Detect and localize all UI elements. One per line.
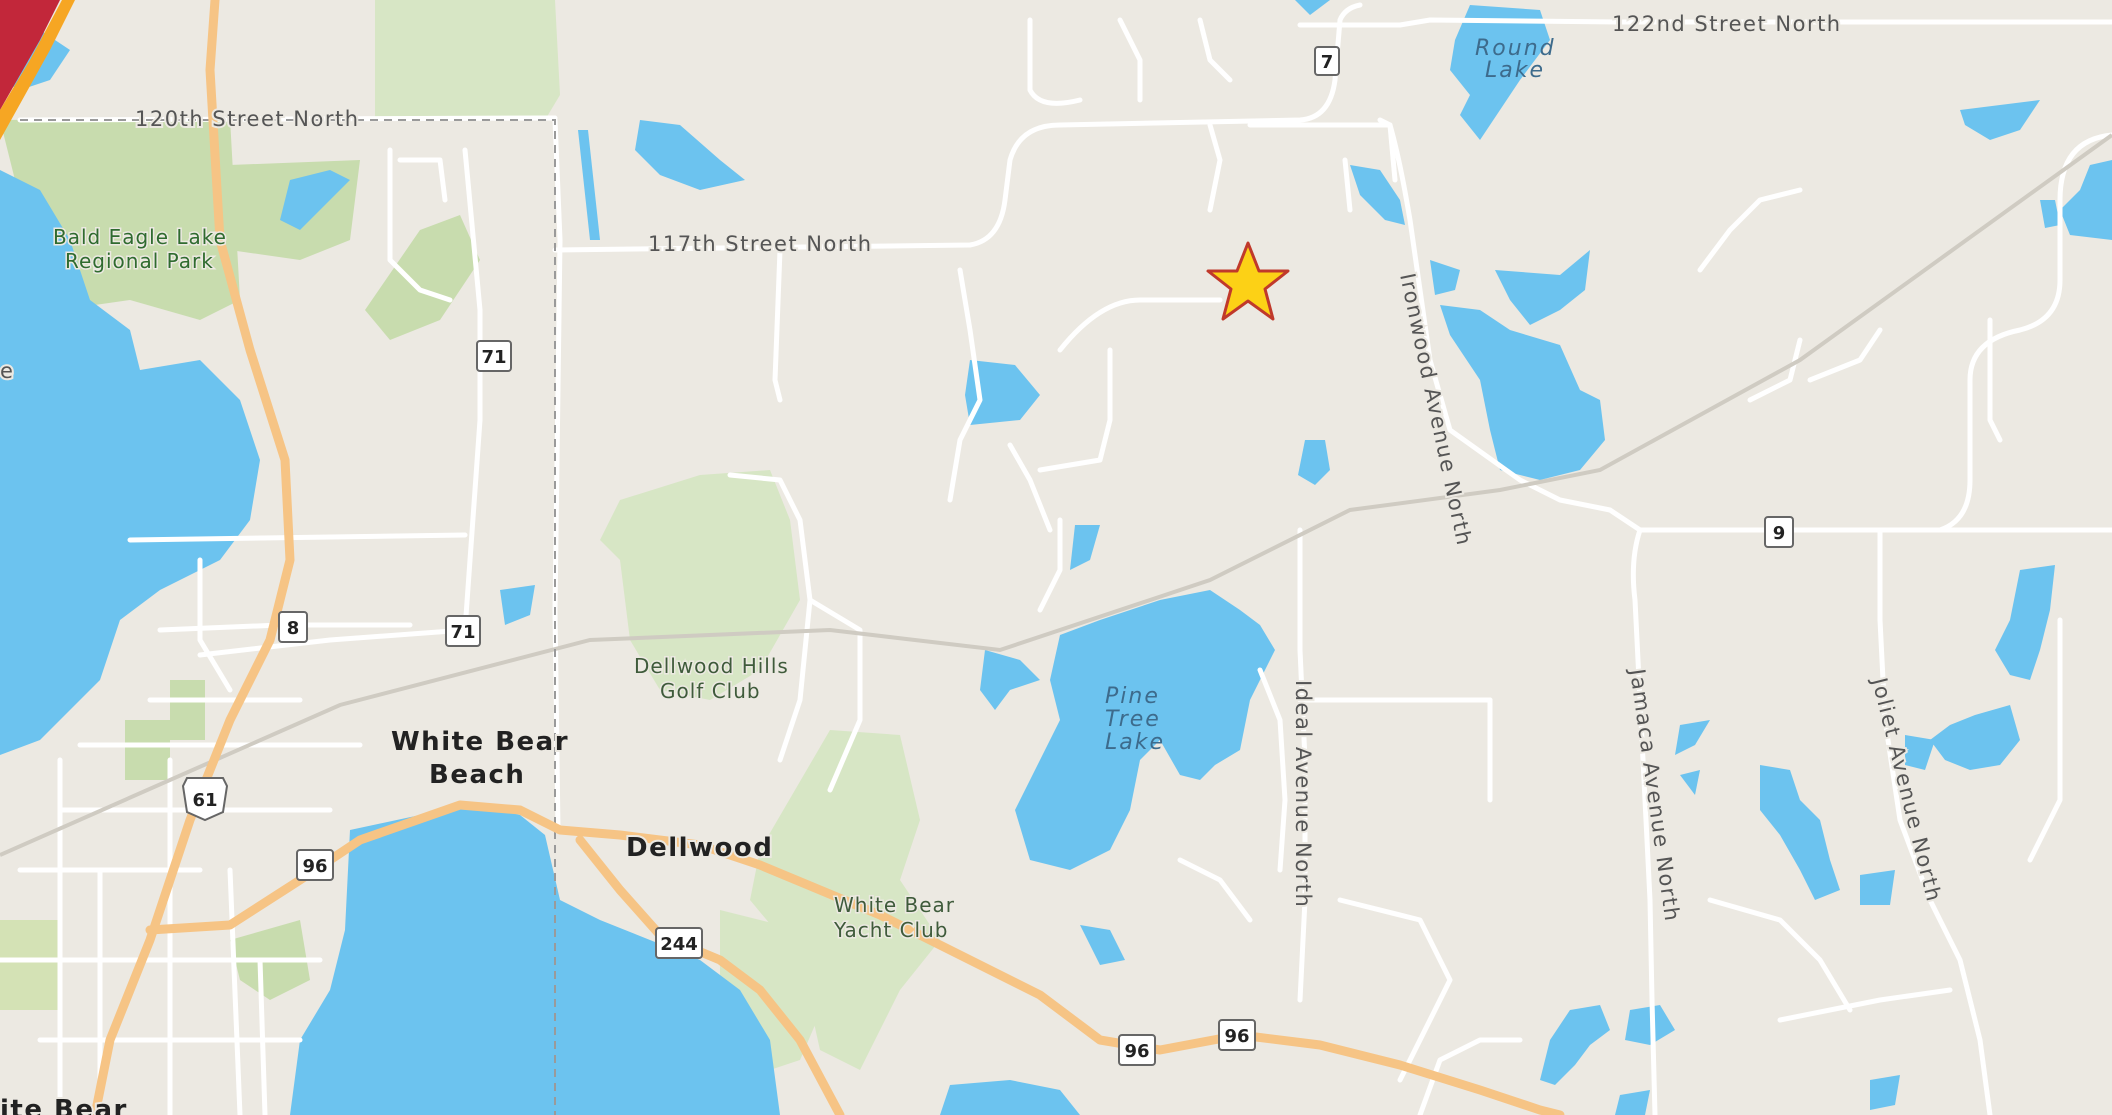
label-white-bear-partial: ite Bear	[0, 1095, 128, 1115]
us-route-shield-61: 61	[181, 777, 229, 822]
label-yacht-club-2: Yacht Club	[833, 918, 948, 942]
label-bald-eagle-park-2: Regional Park	[65, 249, 214, 273]
route-shield-9: 9	[1764, 516, 1794, 548]
label-white-bear-beach-1: White Bear	[391, 727, 569, 757]
label-white-bear-beach-2: Beach	[429, 760, 525, 790]
svg-text:61: 61	[192, 790, 217, 811]
label-pine-tree-lake-1: Pine	[1105, 684, 1160, 709]
railway	[0, 133, 2112, 857]
label-dellwood-hills-1: Dellwood Hills	[634, 654, 789, 678]
svg-text:96: 96	[302, 856, 327, 877]
route-shield-7: 7	[1314, 46, 1340, 76]
county-boundary	[20, 119, 556, 1115]
star-marker-icon[interactable]	[1206, 241, 1290, 321]
svg-text:7: 7	[1321, 52, 1334, 73]
route-shield-96-center: 96	[1118, 1034, 1156, 1066]
label-dellwood: Dellwood	[626, 833, 773, 863]
svg-text:71: 71	[481, 347, 506, 368]
svg-text:71: 71	[450, 622, 475, 643]
label-117th-street: 117th Street North	[648, 232, 873, 256]
route-shield-244: 244	[655, 927, 703, 959]
us-highway-61-orange	[0, 0, 75, 140]
label-120th-street: 120th Street North	[135, 107, 360, 131]
label-round-lake-2: Lake	[1485, 58, 1545, 83]
label-bald-eagle-park-1: Bald Eagle Lake	[53, 225, 227, 249]
label-pine-tree-lake-2: Tree	[1105, 707, 1161, 732]
svg-text:244: 244	[660, 934, 698, 955]
label-round-lake-1: Round	[1475, 36, 1556, 61]
label-lake-partial: e	[0, 359, 14, 383]
route-shield-96-east: 96	[1218, 1019, 1256, 1051]
highways	[90, 0, 1565, 1115]
svg-text:96: 96	[1224, 1026, 1249, 1047]
route-shield-71-north: 71	[476, 340, 512, 372]
route-shield-8: 8	[278, 611, 308, 643]
label-dellwood-hills-2: Golf Club	[660, 679, 761, 703]
label-ideal-avenue: Ideal Avenue North	[1291, 680, 1315, 908]
svg-text:96: 96	[1124, 1041, 1149, 1062]
route-shield-71-south: 71	[445, 615, 481, 647]
svg-text:8: 8	[287, 618, 300, 639]
svg-text:9: 9	[1773, 523, 1786, 544]
us-highway-61-red	[0, 0, 60, 110]
label-122nd-street: 122nd Street North	[1612, 12, 1842, 36]
label-pine-tree-lake-3: Lake	[1105, 730, 1165, 755]
label-yacht-club-1: White Bear	[834, 893, 955, 917]
route-shield-96-west: 96	[296, 849, 334, 881]
